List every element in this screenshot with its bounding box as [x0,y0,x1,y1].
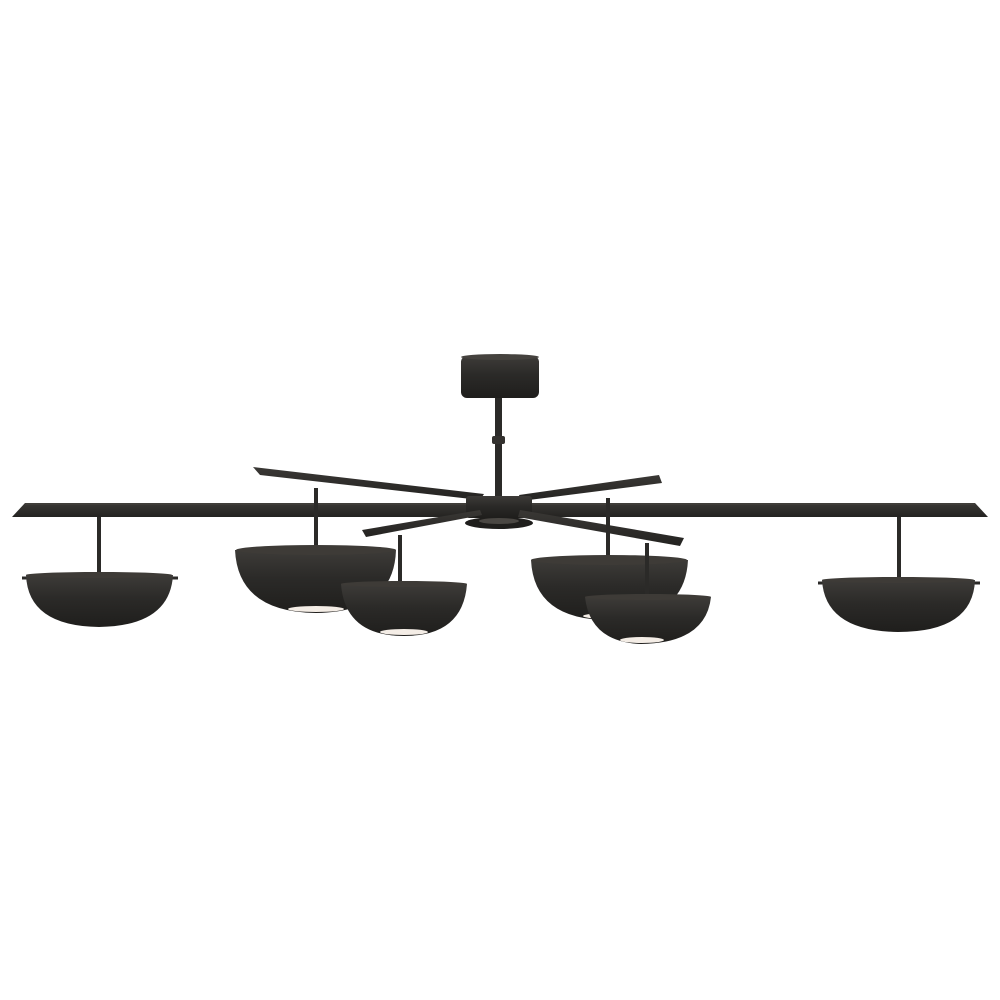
back-arm-right [519,475,662,501]
pendant-shade-3 [341,535,467,636]
front-arm-left [362,510,482,537]
pendant-shade-1 [22,517,178,627]
pendant-shade-5 [585,543,711,644]
front-arm-right [518,510,684,546]
center-stem [492,398,505,498]
ceiling-canopy [461,354,539,398]
center-hub [465,496,533,529]
back-arm-left [253,467,484,500]
pendant-shade-6 [818,517,980,632]
